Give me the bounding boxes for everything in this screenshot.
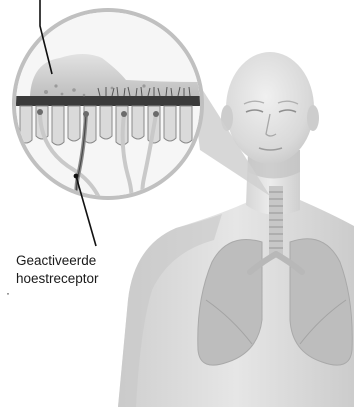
label-line-1: Geactiveerde xyxy=(16,252,136,270)
receptor-leader-dot xyxy=(74,174,79,179)
activated-cough-receptor-label: Geactiveerde hoestreceptor xyxy=(16,252,136,288)
stray-dot-1: · xyxy=(6,287,10,299)
epithelium-band xyxy=(10,96,210,106)
right-ear xyxy=(307,105,319,131)
label-line-2: hoestreceptor xyxy=(16,270,136,288)
head xyxy=(226,52,314,164)
